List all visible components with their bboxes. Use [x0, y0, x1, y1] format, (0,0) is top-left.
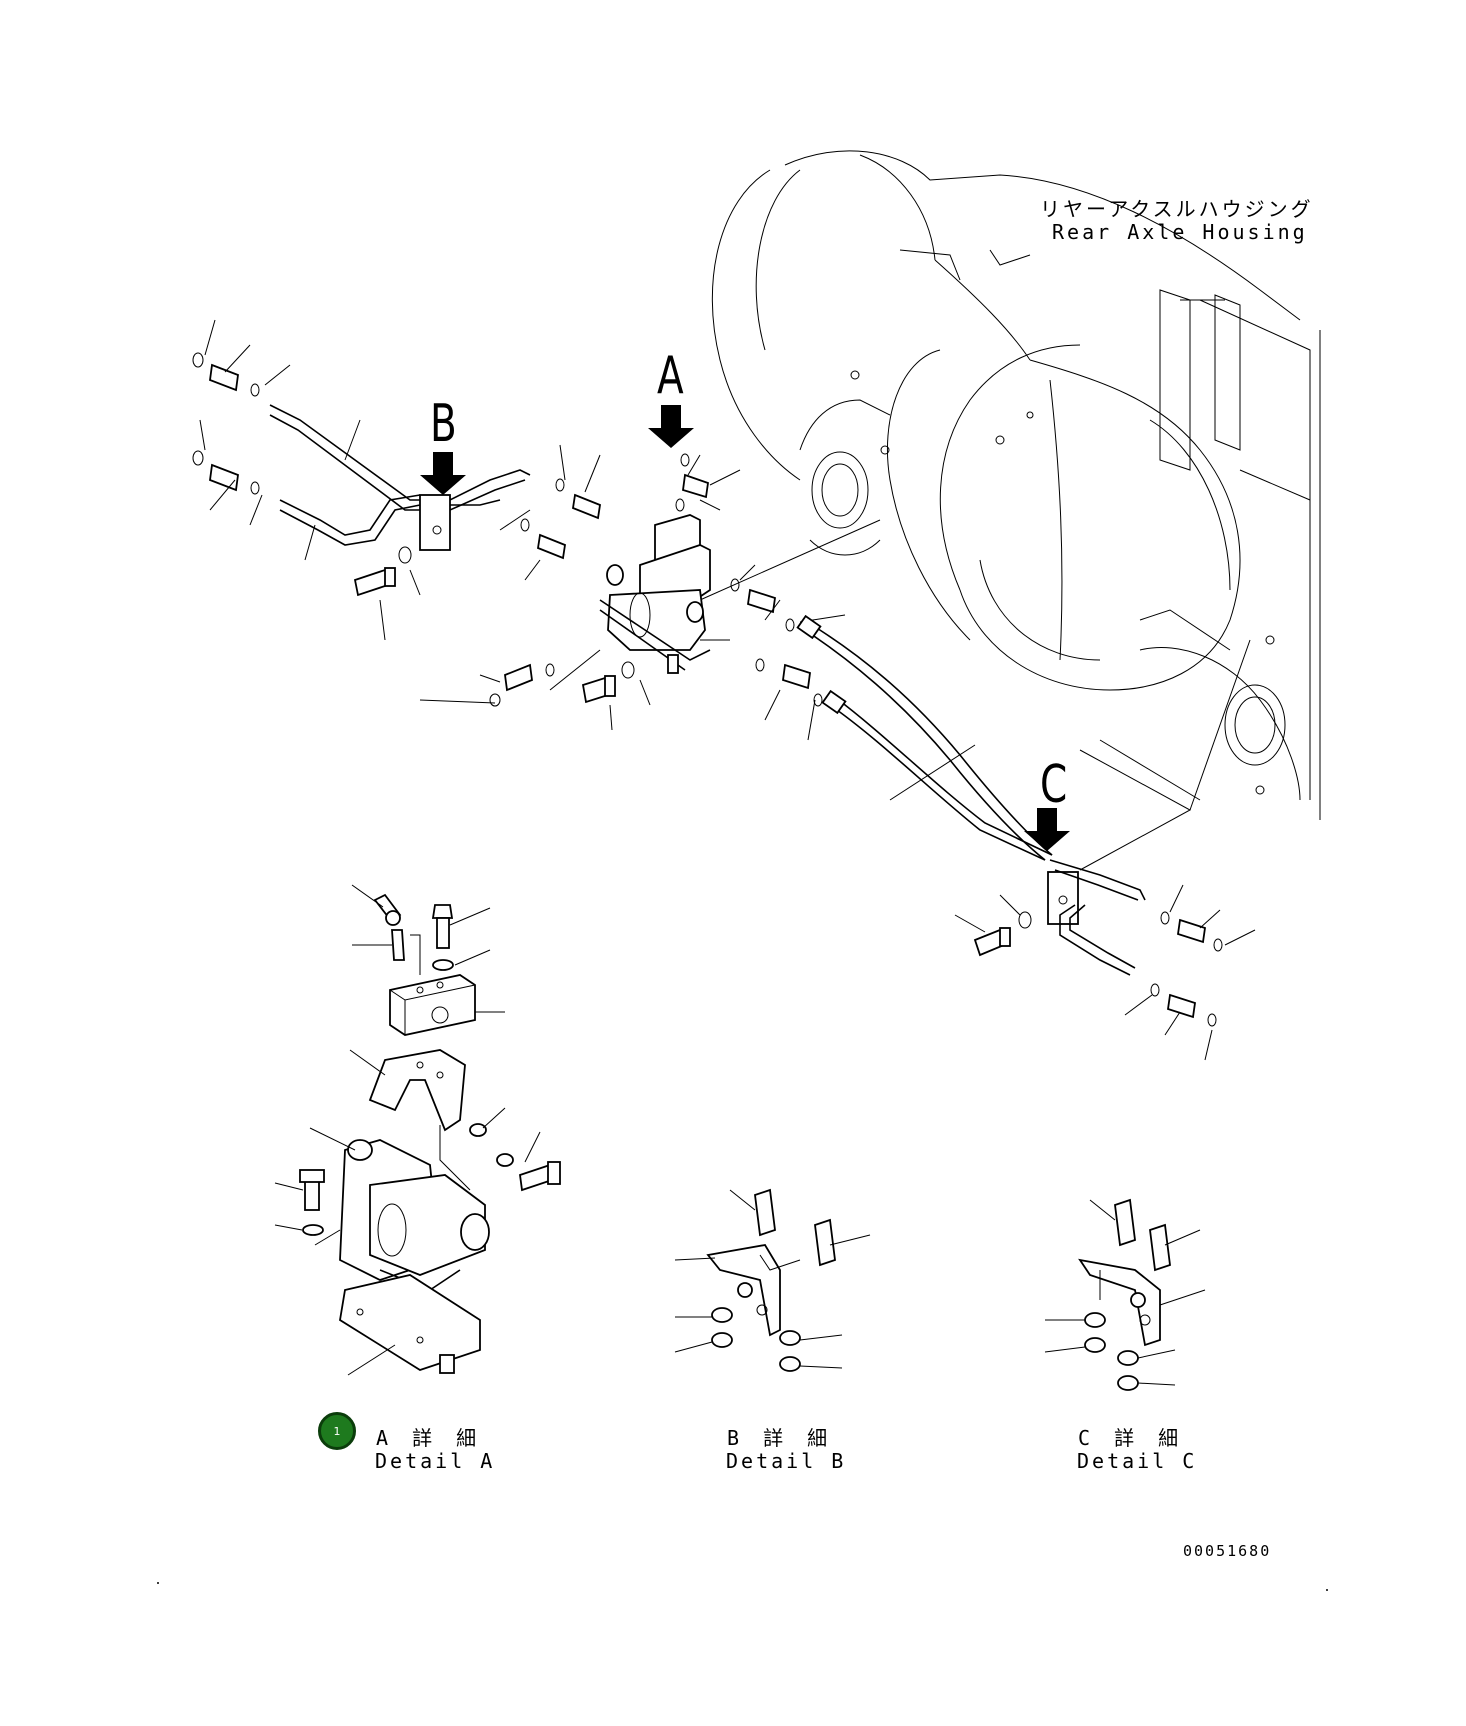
- pipe-assembly-c: [954, 859, 1256, 1061]
- detail-a-title-en: Detail A: [375, 1449, 496, 1473]
- detail-a-drawing: [274, 884, 561, 1376]
- view-arrow-c: [1024, 808, 1070, 851]
- drawing-number: 00051680: [1183, 1542, 1272, 1560]
- part-callout-1[interactable]: 1: [318, 1412, 356, 1450]
- view-arrow-b: [420, 452, 466, 495]
- view-label-c: C: [1040, 755, 1068, 815]
- valve-assembly-a: [419, 453, 846, 741]
- detail-c-drawing: [1044, 1198, 1206, 1391]
- detail-b-title-jp: B 詳 細: [727, 1426, 834, 1450]
- rear-axle-housing: [711, 150, 1321, 820]
- pipe-assembly-b: [192, 319, 601, 641]
- detail-a-title-jp: A 詳 細: [376, 1426, 483, 1450]
- detail-b-title-en: Detail B: [726, 1449, 847, 1473]
- hose-assembly: [796, 614, 1053, 861]
- rear-axle-housing-label-en: Rear Axle Housing: [1052, 220, 1308, 244]
- view-arrow-a: [648, 405, 694, 448]
- reference-leader-lines: [699, 519, 1251, 871]
- view-label-a: A: [657, 346, 684, 406]
- view-label-b: B: [430, 394, 457, 454]
- detail-b-drawing: [674, 1188, 871, 1372]
- rear-axle-housing-label-jp: リヤーアクスルハウジング: [1040, 197, 1314, 221]
- detail-c-title-jp: C 詳 細: [1078, 1426, 1185, 1450]
- detail-c-title-en: Detail C: [1077, 1449, 1198, 1473]
